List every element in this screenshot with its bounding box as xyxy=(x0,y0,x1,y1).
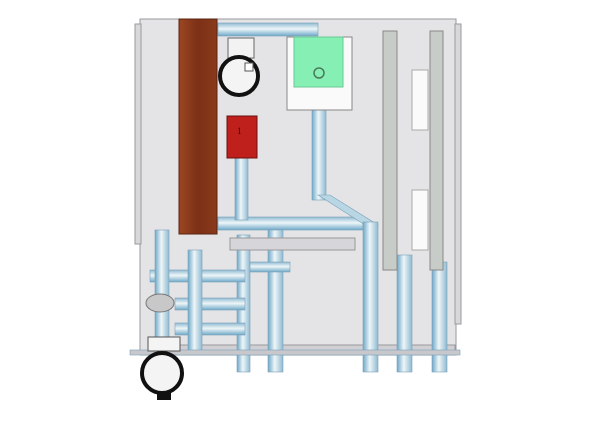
controller-logo-icon xyxy=(313,67,325,79)
mounting-rail-left xyxy=(382,30,398,271)
controller-unit xyxy=(286,36,353,111)
circulation-pump-top xyxy=(218,37,260,97)
mixing-valve xyxy=(145,293,175,313)
pipework xyxy=(129,22,461,373)
circulation-pump-bottom xyxy=(140,336,184,400)
plate-heat-exchanger xyxy=(178,18,218,235)
pipe-bracket xyxy=(229,237,356,251)
mounting-rail-right xyxy=(429,30,444,271)
valve-label: 1 xyxy=(237,126,242,136)
zone-valve-actuator: 1 xyxy=(226,115,258,159)
